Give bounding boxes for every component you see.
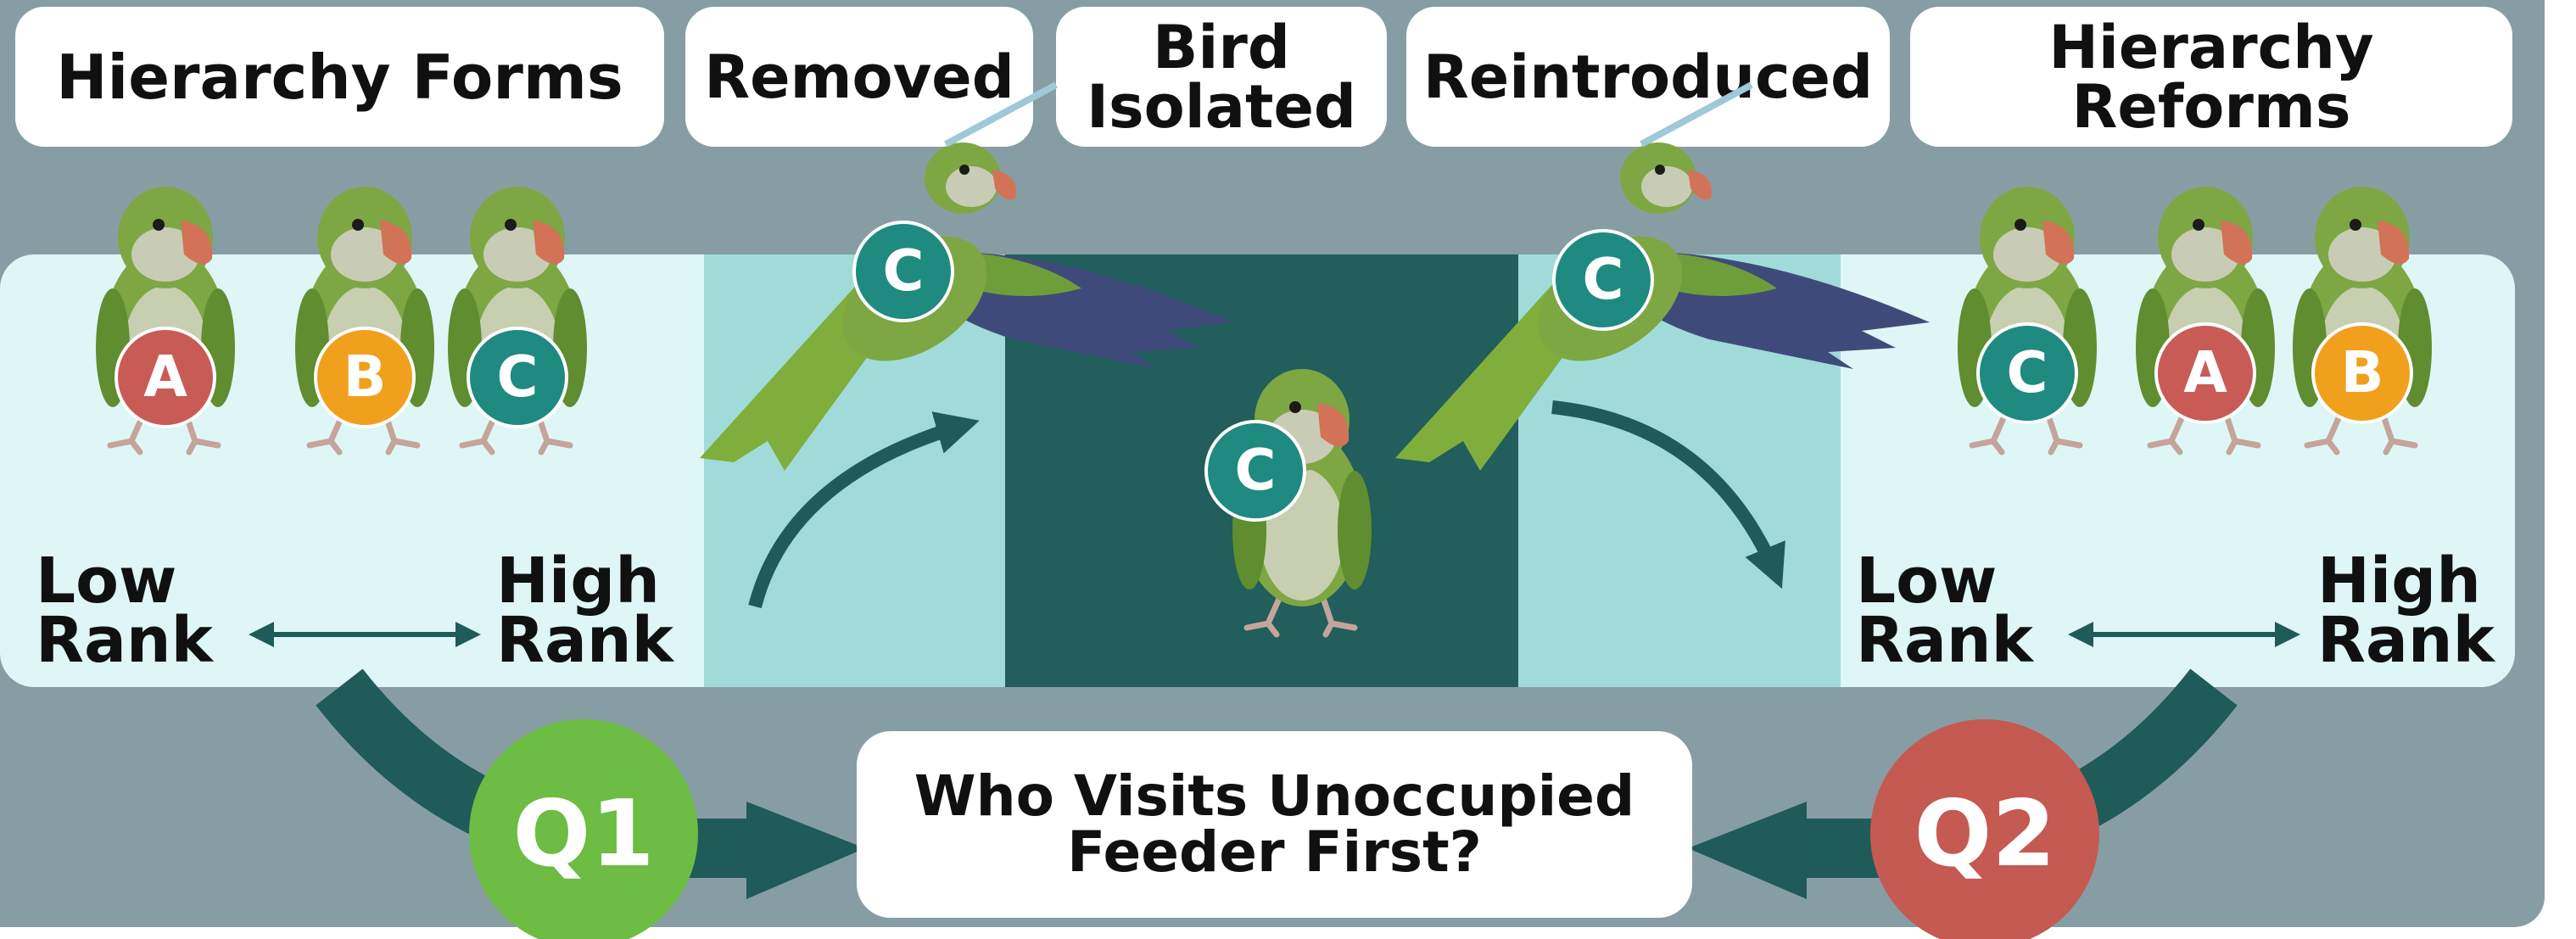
rank-badge-letter: B <box>2341 339 2384 405</box>
rank-badge-letter: C <box>883 238 925 304</box>
rank-badge-letter: A <box>143 344 187 410</box>
rank-badge-letter: A <box>2183 339 2227 405</box>
parakeet-tether <box>1641 85 1752 144</box>
rank-badge-letter: C <box>1235 437 1277 503</box>
parakeet-eye <box>153 219 165 231</box>
parakeet-reintroduced <box>1395 85 1930 471</box>
parakeet-eye <box>1655 165 1665 175</box>
reintroduction-arrow <box>1552 407 1777 577</box>
parakeet-eye <box>2014 219 2026 231</box>
feedback-arrowhead-left <box>746 802 865 899</box>
parakeet-removed <box>700 85 1234 471</box>
rank-high-label-left: High Rank <box>496 551 673 671</box>
rank-low-label-left: Low Rank <box>36 551 213 671</box>
parakeet-eye <box>2193 219 2204 231</box>
parakeet-eye <box>1289 401 1301 413</box>
parakeet-eye <box>2350 219 2361 231</box>
parakeet-eye <box>959 165 969 175</box>
parakeet-wing <box>1338 471 1372 590</box>
q1-badge: Q1 <box>469 719 698 939</box>
parakeet-eye <box>505 219 517 231</box>
parakeet-eye <box>352 219 364 231</box>
parakeet-tether <box>946 85 1056 144</box>
feedback-arrowhead-right <box>1688 802 1807 899</box>
rank-badge-letter: C <box>2007 339 2048 405</box>
rank-badge-letter: C <box>497 344 539 410</box>
question-box: Who Visits Unoccupied Feeder First? <box>857 731 1692 918</box>
rank-low-label-right: Low Rank <box>1856 551 2033 671</box>
rank-badge-letter: C <box>1583 246 1624 312</box>
q2-badge: Q2 <box>1870 719 2099 939</box>
rank-high-label-right: High Rank <box>2317 551 2495 671</box>
parakeet-face <box>946 166 997 207</box>
parakeet-face <box>1641 166 1692 207</box>
rank-badge-letter: B <box>344 344 387 410</box>
